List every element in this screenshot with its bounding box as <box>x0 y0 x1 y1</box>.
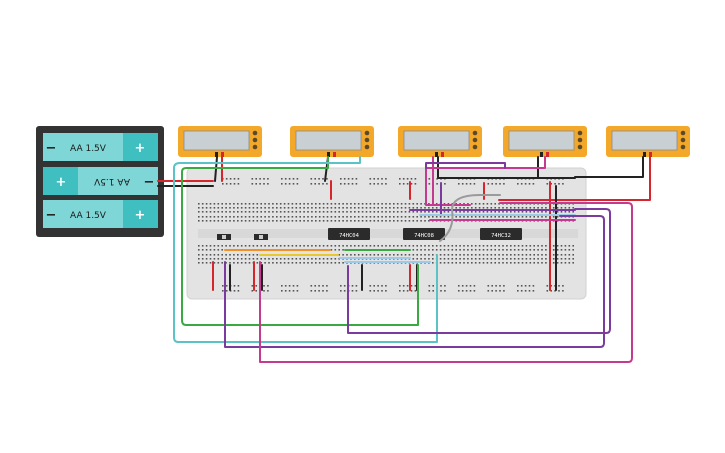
meter-knob-icon <box>364 130 370 136</box>
meter-knob-icon <box>472 137 478 143</box>
meter-display <box>611 130 678 151</box>
meter-knob-icon <box>364 137 370 143</box>
battery-cell-label: AA 1.5V <box>93 176 130 186</box>
breadboard-center-channel <box>198 229 578 238</box>
probe-socket <box>441 152 444 157</box>
multimeter[interactable] <box>606 126 690 157</box>
meter-display <box>403 130 470 151</box>
probe-socket <box>327 152 330 157</box>
battery-plus-sign: + <box>135 208 146 223</box>
chip-74hc08[interactable]: 74HC08 <box>403 228 445 240</box>
battery-minus-sign: − <box>46 208 57 223</box>
battery-cell[interactable]: AA 1.5V + − <box>43 200 158 228</box>
probe-socket <box>215 152 218 157</box>
meter-knob-icon <box>252 144 258 150</box>
meter-display <box>508 130 575 151</box>
meter-knob-icon <box>577 137 583 143</box>
battery-pack[interactable]: AA 1.5V + − AA 1.5V + − AA 1.5V + − <box>36 126 164 237</box>
meter-display <box>183 130 250 151</box>
battery-plus-sign: + <box>56 175 67 190</box>
meter-knob-icon <box>252 137 258 143</box>
battery-minus-sign: − <box>46 141 57 156</box>
meter-knob-icon <box>680 130 686 136</box>
multimeter[interactable] <box>503 126 587 157</box>
probe-socket <box>649 152 652 157</box>
battery-cell[interactable]: AA 1.5V + − <box>43 133 158 161</box>
probe-socket <box>546 152 549 157</box>
meter-knob-icon <box>472 130 478 136</box>
slide-switch[interactable] <box>217 234 231 240</box>
multimeter[interactable] <box>398 126 482 157</box>
wire-purple[interactable] <box>425 162 506 169</box>
probe-socket <box>540 152 543 157</box>
wire-black[interactable] <box>574 156 644 178</box>
chip-label: 74HC04 <box>339 233 360 239</box>
probe-socket <box>221 152 224 157</box>
multimeter[interactable] <box>178 126 262 157</box>
meter-display <box>295 130 362 151</box>
multimeters <box>178 126 690 157</box>
battery-cell[interactable]: AA 1.5V + − <box>43 167 158 195</box>
multimeter[interactable] <box>290 126 374 157</box>
probe-socket <box>435 152 438 157</box>
wire-gray[interactable] <box>439 194 501 242</box>
battery-cell-label: AA 1.5V <box>70 211 107 221</box>
wires <box>157 156 651 363</box>
wire-green[interactable] <box>181 156 419 326</box>
chip-74hc04[interactable]: 74HC04 <box>328 228 370 240</box>
wire-teal[interactable] <box>173 156 438 343</box>
meter-knob-icon <box>577 130 583 136</box>
probe-socket <box>333 152 336 157</box>
wire-magenta[interactable] <box>259 202 633 363</box>
wire-purple[interactable] <box>224 215 605 348</box>
chip-label: 74HC08 <box>414 233 434 239</box>
battery-minus-sign: − <box>144 175 155 190</box>
meter-knob-icon <box>577 144 583 150</box>
chip-label: 74HC32 <box>491 233 511 239</box>
meter-knob-icon <box>680 144 686 150</box>
wire-purple[interactable] <box>347 208 611 334</box>
battery-plus-sign: + <box>135 141 146 156</box>
breadboard[interactable] <box>186 167 587 300</box>
meter-knob-icon <box>252 130 258 136</box>
slide-switch[interactable] <box>254 234 268 240</box>
meter-knob-icon <box>364 144 370 150</box>
meter-knob-icon <box>680 137 686 143</box>
chip-74hc32[interactable]: 74HC32 <box>480 228 522 240</box>
battery-cell-label: AA 1.5V <box>70 144 107 154</box>
meter-knob-icon <box>472 144 478 150</box>
probe-socket <box>643 152 646 157</box>
